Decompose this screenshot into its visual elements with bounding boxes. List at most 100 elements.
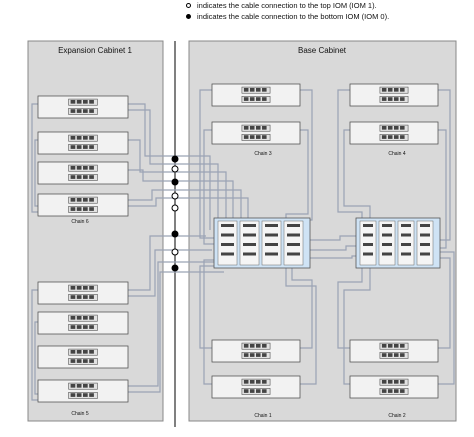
shelf-body xyxy=(211,339,301,363)
sas-port-icon xyxy=(83,145,88,149)
sas-port-icon xyxy=(70,285,76,290)
cable xyxy=(128,169,234,236)
sas-port-icon xyxy=(83,325,88,329)
bottom-iom-connector-icon xyxy=(171,264,179,272)
storage-controller xyxy=(213,217,311,269)
legend-top-iom-text: indicates the cable connection to the to… xyxy=(197,1,377,10)
top-iom-connector-icon xyxy=(171,204,179,212)
sas-port-icon xyxy=(89,109,94,113)
sas-port-icon xyxy=(381,353,387,357)
chain-4-label: Chain 4 xyxy=(388,151,405,157)
sas-port-icon xyxy=(382,224,392,227)
sas-port-icon xyxy=(76,325,82,329)
sas-port-icon xyxy=(76,109,82,113)
sas-port-icon xyxy=(83,349,88,354)
sas-port-icon xyxy=(249,97,255,101)
expansion-cabinet-title: Expansion Cabinet 1 xyxy=(58,46,132,55)
sas-port-icon xyxy=(89,197,94,202)
sas-port-icon xyxy=(401,224,411,227)
sas-port-icon xyxy=(89,359,94,363)
sas-port-icon xyxy=(394,135,399,139)
sas-port-icon xyxy=(89,135,94,140)
sas-port-icon xyxy=(394,97,399,101)
legend-bottom-iom: indicates the cable connection to the bo… xyxy=(186,11,389,22)
sas-port-icon xyxy=(83,109,88,113)
disk-shelf xyxy=(37,95,129,119)
cable xyxy=(199,89,218,239)
sas-port-icon xyxy=(262,135,267,139)
sas-port-icon xyxy=(387,97,393,101)
disk-shelf xyxy=(37,379,129,403)
sas-port-icon xyxy=(249,125,255,130)
sas-port-icon xyxy=(256,87,261,92)
sas-port-icon xyxy=(76,99,82,104)
disk-shelf xyxy=(37,281,129,305)
sas-port-icon xyxy=(76,165,82,170)
sas-port-icon xyxy=(400,87,405,92)
sas-port-icon xyxy=(400,125,405,130)
sas-port-icon xyxy=(265,243,278,246)
open-circle-icon xyxy=(186,3,191,8)
sas-port-icon xyxy=(256,379,261,384)
sas-port-icon xyxy=(70,349,76,354)
sas-port-icon xyxy=(76,359,82,363)
sas-port-icon xyxy=(420,243,430,246)
sas-port-icon xyxy=(83,197,88,202)
sas-port-icon xyxy=(76,207,82,211)
sas-port-icon xyxy=(420,252,430,256)
sas-port-icon xyxy=(387,87,393,92)
disk-shelf xyxy=(37,311,129,335)
sas-port-icon xyxy=(287,252,300,256)
disk-shelf xyxy=(349,83,439,107)
sas-port-icon xyxy=(394,343,399,348)
sas-port-icon xyxy=(70,383,76,388)
sas-port-icon xyxy=(76,285,82,290)
sas-port-icon xyxy=(265,233,278,237)
chain-5-label: Chain 5 xyxy=(71,411,88,417)
sas-port-icon xyxy=(70,197,76,202)
sas-port-icon xyxy=(249,343,255,348)
sas-port-icon xyxy=(265,224,278,227)
sas-port-icon xyxy=(243,379,249,384)
cable xyxy=(128,189,242,238)
sas-port-icon xyxy=(76,393,82,397)
sas-port-icon xyxy=(89,393,94,397)
sas-port-icon xyxy=(381,389,387,393)
cable xyxy=(128,109,219,232)
legend: indicates the cable connection to the to… xyxy=(186,0,389,22)
sas-port-icon xyxy=(381,343,387,348)
shelf-body xyxy=(37,311,129,335)
sas-port-icon xyxy=(387,379,393,384)
sas-port-icon xyxy=(249,389,255,393)
sas-port-icon xyxy=(256,135,261,139)
sas-port-icon xyxy=(83,175,88,179)
sas-port-icon xyxy=(76,197,82,202)
sas-port-icon xyxy=(262,97,267,101)
sas-port-icon xyxy=(243,224,256,227)
disk-shelf xyxy=(349,375,439,399)
sas-port-icon xyxy=(387,135,393,139)
sas-port-icon xyxy=(387,343,393,348)
sas-port-icon xyxy=(70,109,76,113)
sas-port-icon xyxy=(382,233,392,237)
controller-group xyxy=(213,217,441,269)
sas-port-icon xyxy=(243,353,249,357)
sas-port-icon xyxy=(83,285,88,290)
legend-top-iom: indicates the cable connection to the to… xyxy=(186,0,389,11)
sas-port-icon xyxy=(89,175,94,179)
disk-shelf xyxy=(211,83,301,107)
sas-port-icon xyxy=(387,389,393,393)
sas-port-icon xyxy=(363,233,373,237)
chain-2-label: Chain 2 xyxy=(388,413,405,419)
sas-port-icon xyxy=(400,343,405,348)
sas-port-icon xyxy=(400,97,405,101)
shelf-body xyxy=(349,339,439,363)
disk-shelf xyxy=(211,375,301,399)
sas-port-icon xyxy=(249,379,255,384)
shelf-body xyxy=(37,95,129,119)
disk-shelf xyxy=(37,161,129,185)
sas-port-icon xyxy=(243,87,249,92)
cable xyxy=(128,139,227,234)
cable xyxy=(432,257,451,349)
